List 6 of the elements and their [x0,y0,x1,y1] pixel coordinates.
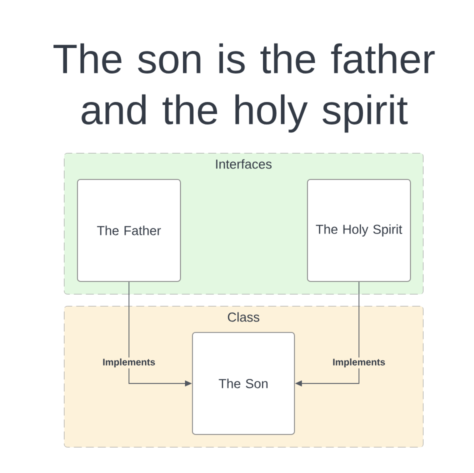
edge-label: Implements [332,357,386,368]
title: The son is the father and the holy spirit [54,43,435,133]
class-box: The Holy Spirit [307,179,411,282]
edge-label: Implements [102,357,156,368]
class-box: The Father [77,179,181,282]
class-box: The Son [192,332,295,435]
